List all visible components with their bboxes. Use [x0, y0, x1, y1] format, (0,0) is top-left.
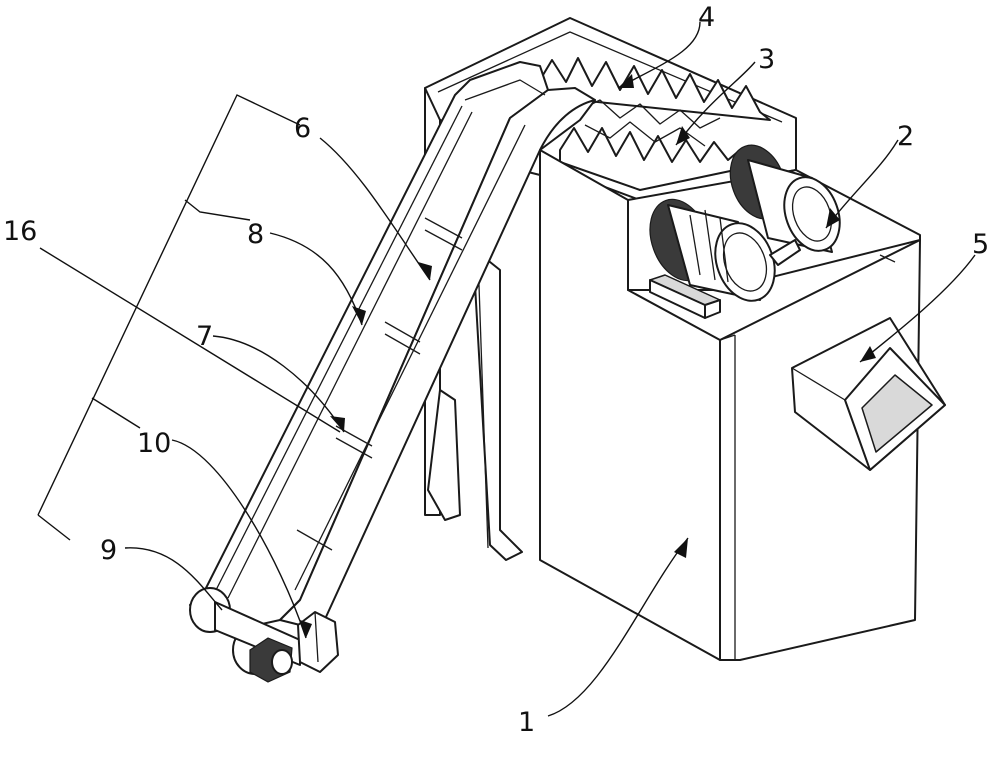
label-2: 2 [897, 121, 914, 152]
discharge-chute [791, 317, 946, 471]
belt-conveyor [189, 61, 596, 675]
leader-lines [37, 21, 976, 717]
label-1: 1 [518, 707, 535, 738]
label-4: 4 [698, 2, 715, 33]
label-8: 8 [247, 219, 264, 250]
label-7: 7 [196, 321, 213, 352]
label-6: 6 [294, 113, 311, 144]
label-10: 10 [137, 428, 171, 459]
reference-numerals: 6 8 16 7 10 9 4 3 2 5 1 [3, 2, 989, 738]
label-5: 5 [972, 229, 989, 260]
leader-arrowheads [300, 74, 876, 638]
label-16: 16 [3, 216, 37, 247]
drive-motors [649, 144, 841, 319]
support-legs [427, 255, 523, 561]
label-3: 3 [758, 44, 775, 75]
label-9: 9 [100, 535, 117, 566]
